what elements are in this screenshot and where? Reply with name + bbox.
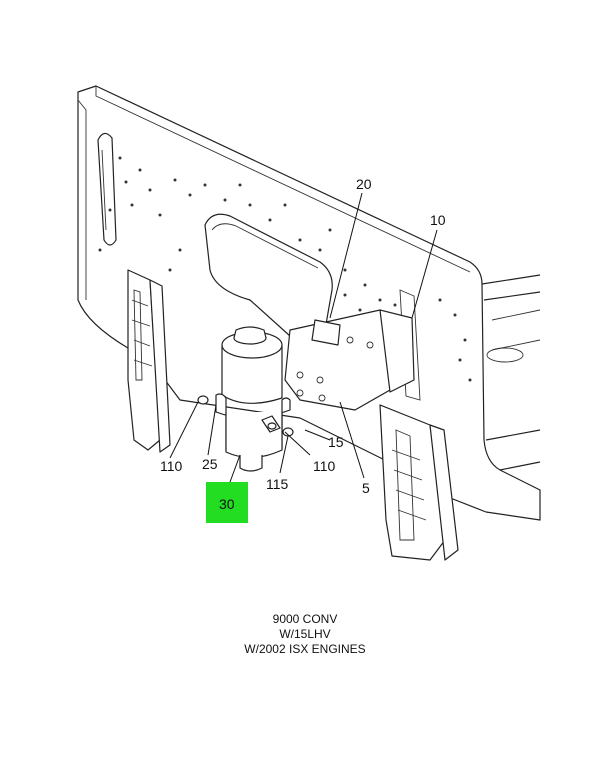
mounting-bracket — [284, 309, 415, 411]
caption-line-3: W/2002 ISX ENGINES — [244, 642, 366, 656]
callout-5: 5 — [362, 480, 370, 496]
caption-line-2: W/15LHV — [279, 627, 331, 641]
caption: 9000 CONV W/15LHV W/2002 ISX ENGINES — [0, 612, 610, 657]
callout-110-right: 110 — [313, 458, 336, 474]
callout-25: 25 — [202, 456, 218, 472]
callout-20: 20 — [356, 176, 372, 192]
callout-15: 15 — [328, 434, 344, 450]
callout-10: 10 — [430, 212, 446, 228]
frame-rail — [77, 85, 541, 521]
callout-110-left: 110 — [160, 458, 183, 474]
callout-115: 115 — [266, 476, 289, 492]
highlight-box — [206, 482, 248, 523]
callout-30: 30 — [219, 496, 235, 512]
leader-lines — [169, 192, 438, 483]
caption-line-1: 9000 CONV — [272, 612, 338, 626]
right-crossmember-bracket — [379, 289, 459, 561]
left-crossmember-bracket — [127, 269, 171, 453]
fuel-filter — [197, 326, 294, 472]
